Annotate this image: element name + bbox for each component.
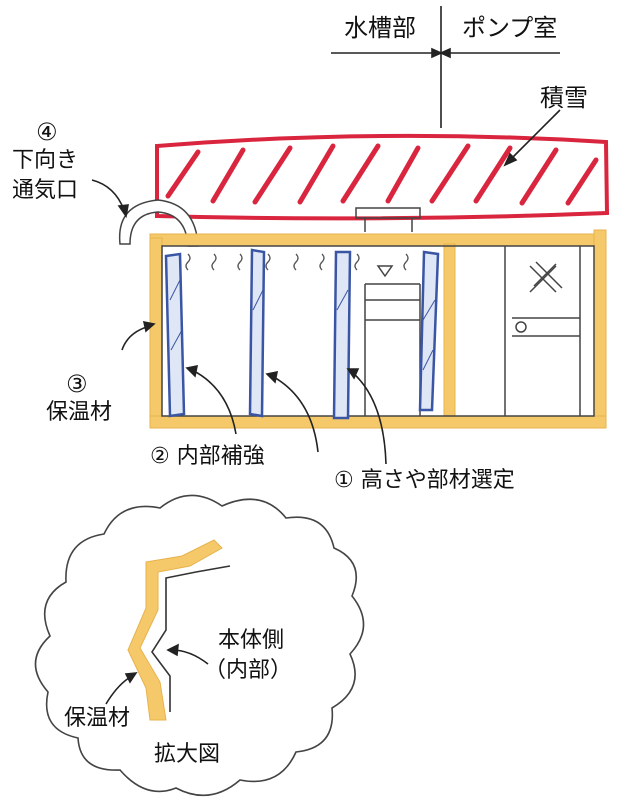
pump-room-label: ポンプ室 (462, 14, 558, 42)
detail-body-wall (151, 565, 231, 712)
vent-label-line1: 下向き (12, 148, 79, 173)
heat-squiggles (185, 253, 409, 271)
tank-body (161, 245, 595, 417)
body-side-label: 本体側 (218, 628, 285, 653)
roof-hatch (355, 207, 421, 232)
selection-label: ① 高さや部材選定 (334, 468, 515, 493)
vent-arrow (91, 179, 129, 219)
section-divider (331, 6, 560, 128)
reinforcement-label: ② 内部補強 (150, 444, 265, 469)
insulation-label: 保温材 (46, 400, 113, 425)
internal-reinforcement (164, 248, 440, 420)
insulation-number: ③ (66, 370, 88, 398)
detail-insulation (127, 539, 223, 721)
tank-section-label: 水槽部 (344, 14, 416, 42)
detail-caption: 拡大図 (154, 742, 221, 767)
vent-number: ④ (36, 118, 58, 146)
snow-layer (155, 133, 610, 221)
snow-label: 積雪 (540, 84, 588, 112)
insulation-layer (149, 229, 607, 429)
detail-arrows (105, 643, 209, 705)
body-side-internal-label: （内部） (204, 658, 293, 683)
reinforcement-hatch (169, 279, 436, 371)
snow-arrow (503, 109, 561, 167)
detail-insulation-label: 保温材 (64, 706, 131, 731)
vent-label-line2: 通気口 (12, 178, 79, 203)
detail-cloud (34, 494, 365, 797)
pointer-arrows (121, 320, 387, 465)
